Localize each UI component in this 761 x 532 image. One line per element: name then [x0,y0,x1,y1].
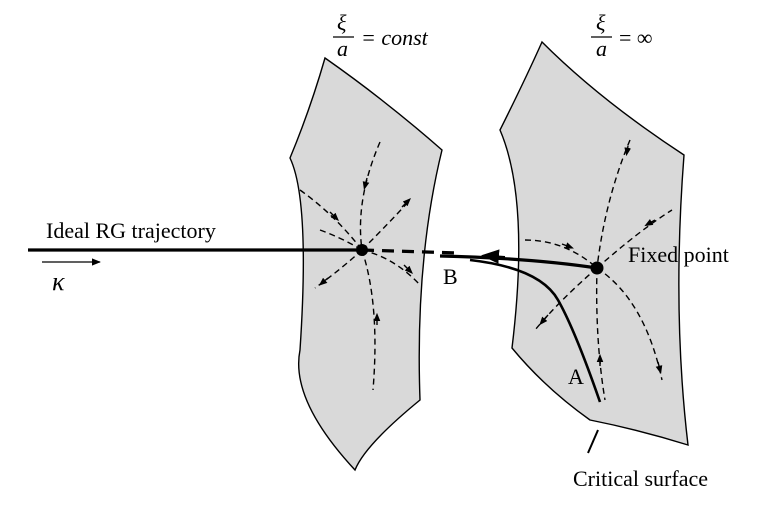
kappa-label: κ [52,267,65,296]
ideal-rg-trajectory-label: Ideal RG trajectory [46,218,216,243]
svg-text:a: a [596,36,607,61]
trajectory-arrow [481,249,506,264]
fixed-point-const [356,244,368,256]
critical-surface-label: Critical surface [573,466,708,491]
flow-arrows-critical [539,145,663,375]
svg-text:ξ: ξ [596,10,606,35]
flow-arrows-const [318,177,413,325]
trajectory-fixed-to-b [439,254,598,270]
trajectory-a-to-b [469,258,602,403]
fixed-point-label: Fixed point [628,242,729,267]
svg-text:= ∞: = ∞ [619,25,653,50]
point-b-label: B [443,264,458,289]
svg-text:ξ: ξ [337,10,347,35]
surface-critical-label: ξ a = ∞ [591,10,653,61]
ideal-rg-trajectory-dashed [361,248,459,255]
svg-text:= const: = const [361,25,429,50]
critical-surface [499,40,689,446]
critical-surface-leader [587,429,599,454]
fixed-point-critical [590,261,604,275]
point-a-label: A [568,364,584,389]
svg-text:a: a [337,36,348,61]
surface-const-label: ξ a = const [333,10,429,61]
